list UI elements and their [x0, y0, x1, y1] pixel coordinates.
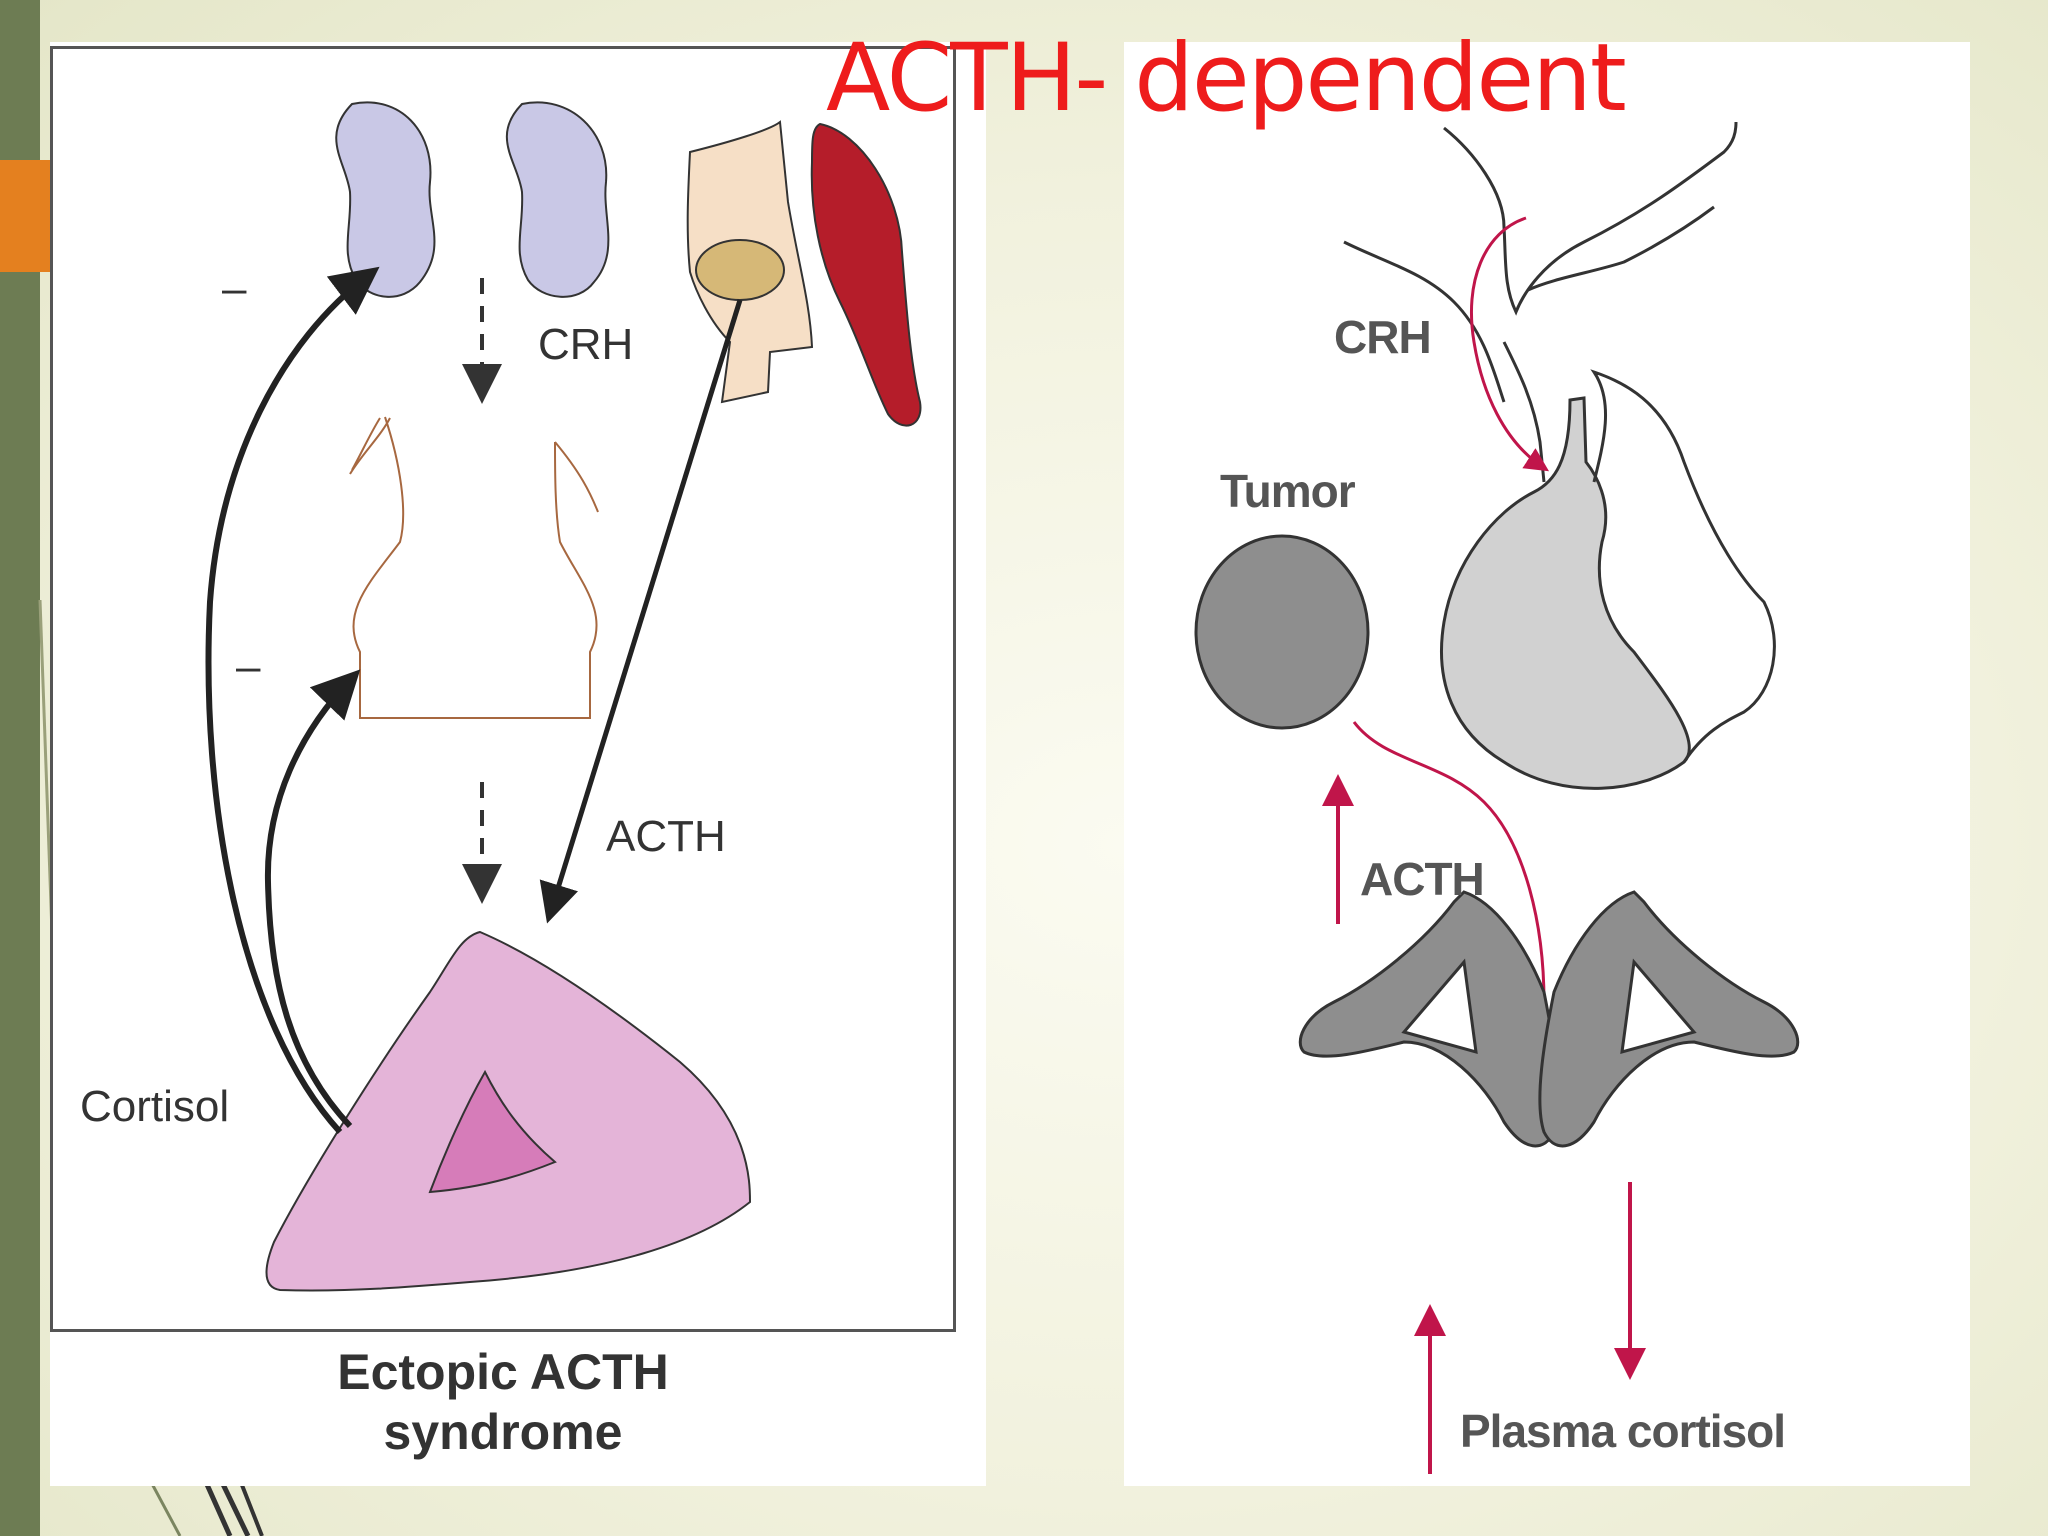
negative-feedback-sign-pituitary: – [236, 642, 261, 691]
acth-path [1352, 721, 1546, 1052]
tumor-acth-illustration [1194, 121, 1800, 1474]
negative-feedback-sign-hypothalamus: – [222, 264, 247, 313]
crh-label-right: CRH [1334, 311, 1432, 363]
caption-line-2: syndrome [383, 1404, 623, 1460]
diagram-frame [50, 46, 956, 1332]
hypothalamus-right-lobe [505, 101, 610, 298]
lung-red [810, 122, 922, 427]
crh-label: CRH [538, 320, 634, 369]
cortisol-feedback-arrow-hypothalamus [205, 266, 380, 1135]
acth-label: ACTH [606, 812, 726, 861]
ectopic-acth-illustration [205, 101, 922, 1292]
ectopic-acth-diagram: CRH ACTH Cortisol – – Ectopic ACTH syndr… [50, 42, 986, 1486]
posterior-pituitary [1590, 369, 1776, 763]
adrenal-medulla [428, 1069, 557, 1194]
crh-arrow [1469, 216, 1550, 472]
cortisol-feedback-arrow-pituitary [264, 669, 361, 1129]
brain-outline [1443, 121, 1738, 316]
ectopic-tumor [695, 239, 785, 301]
tumor-label: Tumor [1220, 465, 1356, 517]
diagram-caption: Ectopic ACTH syndrome [50, 1342, 956, 1462]
tumor-acth-diagram: CRH Tumor ACTH Plasma cortisol [1124, 42, 1970, 1486]
slide-title: ACTH- dependent [826, 24, 1627, 133]
slide-accent-tab [0, 160, 52, 272]
plasma-cortisol-label: Plasma cortisol [1460, 1405, 1786, 1457]
tumor [1194, 534, 1370, 730]
hypothalamus-left-lobe [335, 101, 436, 298]
cortisol-label: Cortisol [80, 1082, 230, 1131]
acth-label-right: ACTH [1360, 853, 1485, 905]
acth-arrow [539, 299, 743, 924]
caption-line-1: Ectopic ACTH [337, 1344, 669, 1400]
pituitary-gland [1440, 396, 1691, 790]
pituitary-outline [351, 416, 599, 719]
